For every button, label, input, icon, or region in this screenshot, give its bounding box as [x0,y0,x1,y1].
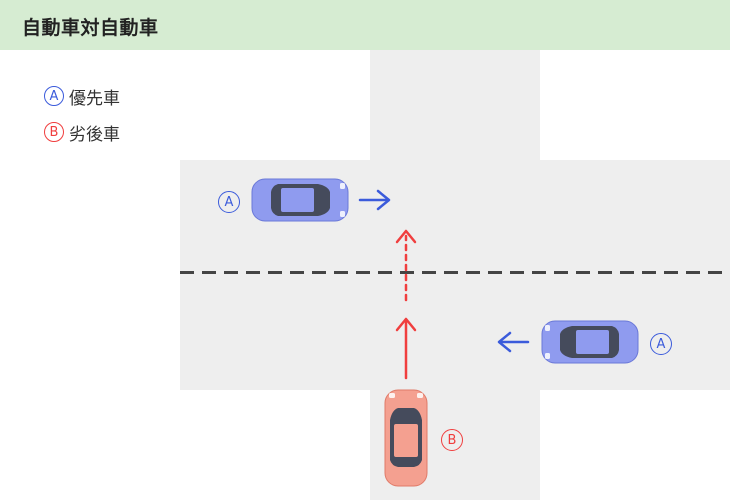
legend-label-subordinate: 劣後車 [69,124,120,145]
page-title: 自動車対自動車 [22,17,159,39]
car-b [384,389,428,487]
arrow-b-north [395,317,417,380]
arrow-b-north-dashed [395,229,417,302]
label-car-b: B [441,429,463,451]
legend: A 優先車 B 劣後車 [44,84,120,156]
car-a-top [251,178,349,222]
legend-item-subordinate: B 劣後車 [44,120,120,145]
legend-mark-b: B [44,122,64,142]
arrow-a-top-east [358,189,391,211]
center-line [180,271,730,274]
legend-item-priority: A 優先車 [44,84,120,109]
legend-mark-a: A [44,86,64,106]
label-car-a-top: A [218,191,240,213]
label-car-a-right: A [650,333,672,355]
car-a-right [541,320,639,364]
legend-label-priority: 優先車 [69,88,120,109]
arrow-a-right-west [497,331,530,353]
header-bar: 自動車対自動車 [0,0,730,50]
